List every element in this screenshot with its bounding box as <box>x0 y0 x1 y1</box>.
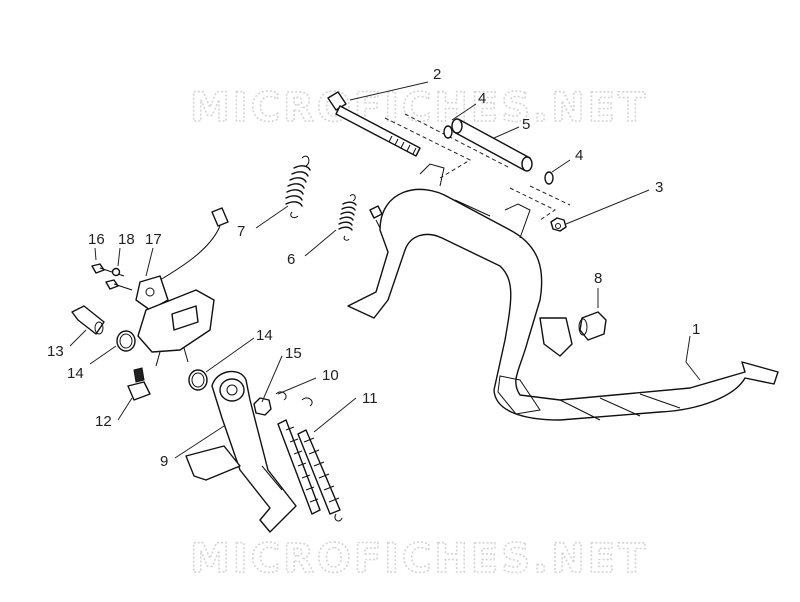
part-4-ring-upper <box>443 125 453 139</box>
callout-6: 6 <box>287 251 295 268</box>
callout-17: 17 <box>145 231 162 248</box>
leader-lines <box>69 81 701 459</box>
part-13-bolt <box>71 305 105 335</box>
callout-14-left: 14 <box>67 365 84 382</box>
part-11-spring <box>297 397 343 522</box>
callout-14-right: 14 <box>256 327 273 344</box>
callout-4-lower: 4 <box>575 147 583 164</box>
part-14-oring-right <box>188 369 208 391</box>
callout-16: 16 <box>88 231 105 248</box>
part-6-spring <box>338 194 357 241</box>
assembly-guide-lines <box>384 113 571 221</box>
callout-5: 5 <box>522 116 530 133</box>
part-1-center-stand <box>347 163 779 421</box>
callout-8: 8 <box>594 270 602 287</box>
part-3-nut <box>550 217 567 232</box>
callout-4-upper: 4 <box>478 90 486 107</box>
part-7-spring <box>285 155 311 219</box>
callout-15: 15 <box>285 345 302 362</box>
part-12-nut <box>127 367 151 401</box>
part-14-oring-left <box>116 330 136 352</box>
callout-7: 7 <box>237 223 245 240</box>
sidestand-bracket <box>137 289 215 367</box>
callout-labels: 2 4 5 4 3 7 6 16 18 17 8 1 13 14 14 15 1… <box>47 66 700 470</box>
callout-10: 10 <box>322 367 339 384</box>
callout-13: 13 <box>47 343 64 360</box>
callout-18: 18 <box>118 231 135 248</box>
part-8-bumper <box>578 311 607 341</box>
part-4-ring-lower <box>544 171 554 185</box>
callout-12: 12 <box>95 413 112 430</box>
callout-3: 3 <box>655 179 663 196</box>
part-15-nut <box>253 397 272 416</box>
callout-11: 11 <box>362 390 378 407</box>
callout-2: 2 <box>433 66 441 83</box>
part-10-spring <box>275 391 321 515</box>
part-2-bolt <box>327 91 421 157</box>
watermark-top: MICROFICHES.NET <box>190 85 648 131</box>
part-17-sidestand-switch <box>135 207 229 311</box>
part-18-washer <box>105 267 133 291</box>
part-9-side-stand <box>185 370 297 533</box>
part-5-tube <box>451 118 533 172</box>
callout-1: 1 <box>692 321 700 338</box>
callout-9: 9 <box>160 453 168 470</box>
watermark-bottom: MICROFICHES.NET <box>190 536 648 582</box>
